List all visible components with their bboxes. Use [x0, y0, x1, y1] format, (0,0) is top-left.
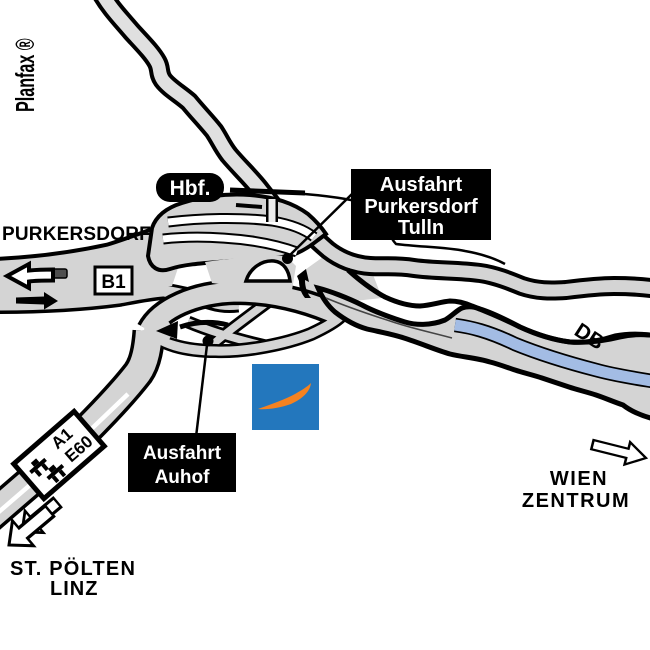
- svg-text:Hbf.: Hbf.: [170, 177, 211, 200]
- svg-text:B1: B1: [101, 272, 126, 293]
- svg-text:WIEN: WIEN: [550, 468, 608, 490]
- svg-text:Tulln: Tulln: [398, 217, 444, 239]
- svg-text:PURKERSDORF: PURKERSDORF: [2, 224, 151, 245]
- svg-text:Purkersdorf: Purkersdorf: [364, 196, 478, 218]
- svg-text:Ausfahrt: Ausfahrt: [380, 174, 463, 196]
- svg-text:ZENTRUM: ZENTRUM: [522, 490, 630, 512]
- svg-text:ST. PÖLTEN: ST. PÖLTEN: [10, 557, 136, 580]
- svg-text:Planfax ®: Planfax ®: [10, 38, 40, 112]
- svg-text:Auhof: Auhof: [155, 467, 211, 488]
- svg-text:Ausfahrt: Ausfahrt: [143, 443, 222, 464]
- svg-text:LINZ: LINZ: [50, 578, 98, 600]
